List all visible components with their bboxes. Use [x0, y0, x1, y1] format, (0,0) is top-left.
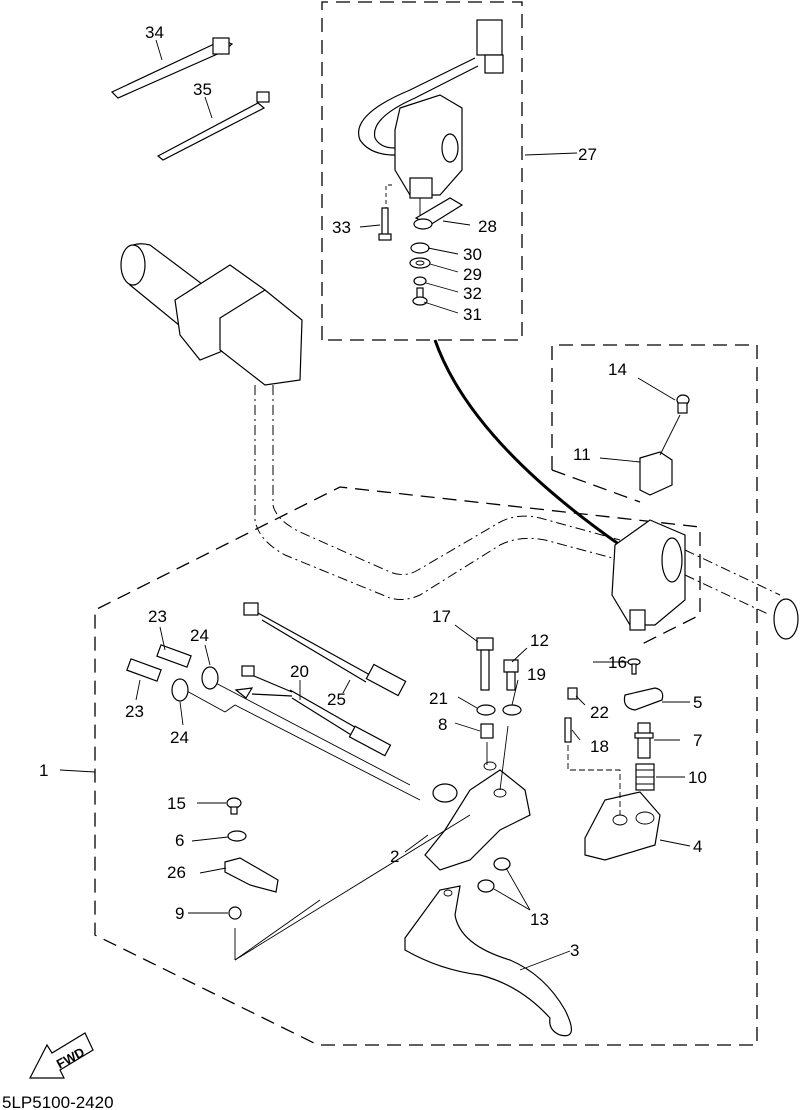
washer-29: [409, 257, 431, 269]
group-box-1: [551, 469, 641, 503]
spring-9: [228, 906, 242, 920]
cable-tie-34: [110, 37, 234, 99]
callout-3: 3: [570, 941, 579, 960]
screw-31: [412, 287, 428, 306]
callout-31: 31: [463, 305, 482, 324]
callout-1: 1: [39, 761, 48, 780]
washer-21: [476, 704, 496, 716]
left-grip: [120, 243, 303, 386]
spring-washer-32: [413, 276, 427, 286]
switch-cable: [433, 339, 621, 547]
plate-5: [623, 687, 664, 711]
callout-17: 17: [432, 607, 451, 626]
callout-20: 20: [290, 662, 309, 681]
nut-13-lower: [477, 879, 495, 893]
pin-7: [634, 722, 654, 759]
switch-cover-11: [639, 451, 673, 496]
callout-23-lower: 23: [125, 702, 144, 721]
callout-19: 19: [527, 665, 546, 684]
switch-lead-25: [243, 602, 407, 697]
leader-lines: [59, 39, 691, 971]
pin-18: [564, 717, 572, 743]
adjuster-23-lower: [126, 658, 162, 682]
callout-12: 12: [530, 631, 549, 650]
callout-4: 4: [693, 837, 702, 856]
handlebar: [254, 385, 799, 640]
callout-13: 13: [530, 910, 549, 929]
bolt-12: [503, 659, 519, 691]
bracket-4: [584, 791, 661, 861]
callout-28: 28: [478, 217, 497, 236]
callout-29: 29: [463, 265, 482, 284]
right-switch: [611, 519, 686, 631]
callout-34: 34: [145, 23, 164, 42]
drawing-code: 5LP5100-2420: [2, 1093, 114, 1110]
lever-arm-26: [224, 857, 279, 893]
callout-9: 9: [175, 904, 184, 923]
fwd-arrow-icon: FWD: [29, 1032, 94, 1079]
callout-35: 35: [193, 80, 212, 99]
callout-32: 32: [463, 284, 482, 303]
lever-3: [404, 885, 572, 1037]
callout-18: 18: [590, 737, 609, 756]
callout-27: 27: [578, 145, 597, 164]
screw-16: [627, 658, 641, 675]
callout-11: 11: [573, 445, 591, 464]
callout-22: 22: [590, 703, 609, 722]
washer-19: [502, 704, 522, 716]
bolt-17: [476, 637, 494, 691]
collar-8: [480, 723, 494, 739]
callout-15: 15: [167, 794, 186, 813]
washer-6: [227, 830, 247, 842]
callout-labels: 34 35 27 33 28 30 29 32 31 14 11 1 23 24…: [39, 23, 707, 960]
locknut-24-lower: [171, 678, 189, 702]
callout-30: 30: [463, 245, 482, 264]
locknut-24-upper: [201, 666, 219, 690]
group-box-14-11: [94, 344, 758, 1046]
nut-13-upper: [493, 857, 511, 871]
lever-holder-2: [424, 761, 531, 871]
cap-22: [567, 687, 578, 700]
cable-20: [234, 665, 392, 757]
callout-26: 26: [167, 863, 186, 882]
bolt-33: [378, 207, 392, 241]
adjuster-23-upper: [156, 644, 192, 668]
callout-25: 25: [327, 690, 346, 709]
callout-5: 5: [693, 693, 702, 712]
callout-6: 6: [175, 831, 184, 850]
spring-10: [635, 763, 655, 791]
callout-21: 21: [429, 689, 448, 708]
cable-tie-35: [156, 91, 270, 161]
lever-28: [413, 197, 464, 230]
screw-14: [676, 394, 690, 414]
callout-24-lower: 24: [170, 728, 189, 747]
callout-14: 14: [608, 360, 627, 379]
callout-2: 2: [390, 847, 399, 866]
group-box-27: [321, 1, 523, 341]
nut-30: [410, 242, 430, 254]
callout-23-upper: 23: [148, 607, 167, 626]
callout-10: 10: [688, 768, 707, 787]
screw-15: [226, 797, 242, 815]
handlebar-switch-27: [358, 19, 504, 199]
callout-33: 33: [332, 218, 351, 237]
callout-24-upper: 24: [190, 626, 209, 645]
callout-16: 16: [608, 653, 627, 672]
callout-7: 7: [693, 731, 702, 750]
callout-8: 8: [438, 715, 447, 734]
